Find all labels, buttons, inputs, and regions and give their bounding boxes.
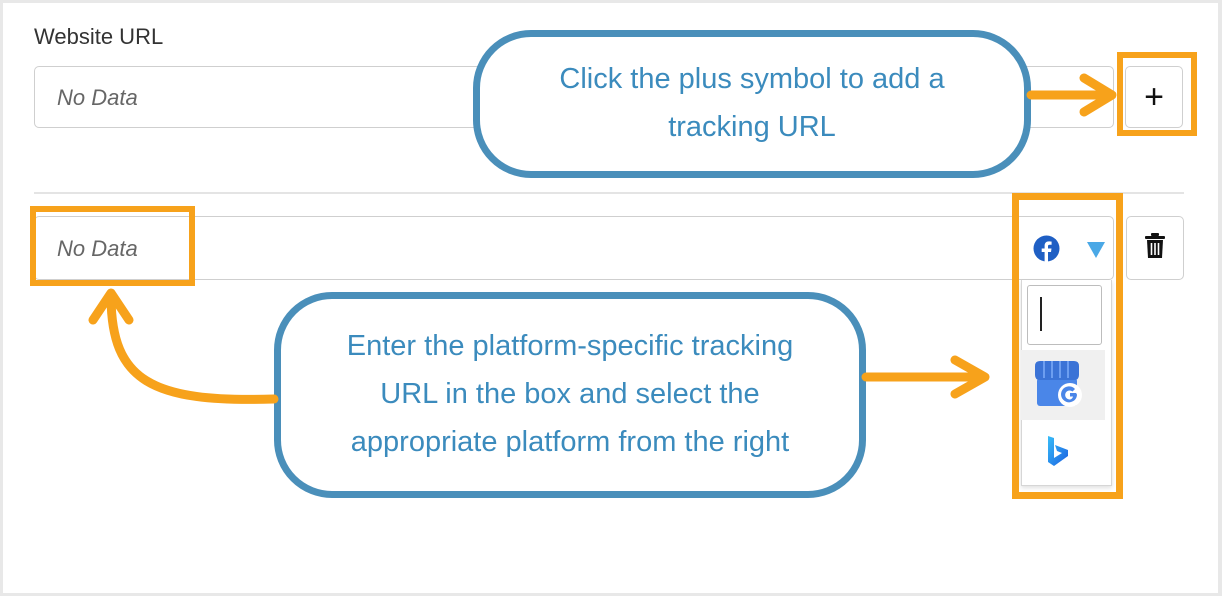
delete-tracking-url-button[interactable] — [1126, 216, 1184, 280]
facebook-icon[interactable] — [1033, 235, 1060, 262]
text-caret — [1040, 297, 1042, 331]
add-tracking-url-button[interactable]: + — [1125, 66, 1183, 128]
bing-icon[interactable] — [1044, 434, 1072, 468]
plus-instruction-text: Click the plus symbol to add a tracking … — [559, 63, 945, 143]
tracking-instruction-text: Enter the platform-specific tracking URL… — [346, 330, 794, 458]
website-url-placeholder: No Data — [57, 85, 138, 110]
platform-selector-highlight — [1012, 193, 1123, 499]
section-divider — [34, 192, 1184, 194]
platform-search-input[interactable] — [1027, 285, 1102, 345]
google-business-profile-icon — [1030, 358, 1086, 410]
tracking-url-placeholder: No Data — [57, 236, 138, 261]
tracking-url-input[interactable]: No Data — [34, 216, 1114, 280]
tracking-input-highlight — [30, 206, 195, 286]
website-url-label: Website URL — [34, 24, 164, 49]
trash-icon — [1144, 232, 1166, 264]
platform-dropdown-toggle[interactable] — [1085, 240, 1107, 260]
plus-button-highlight — [1117, 52, 1197, 136]
plus-icon: + — [1144, 78, 1164, 116]
tracking-instruction-callout: Enter the platform-specific tracking URL… — [274, 292, 866, 498]
plus-instruction-callout: Click the plus symbol to add a tracking … — [473, 30, 1031, 178]
